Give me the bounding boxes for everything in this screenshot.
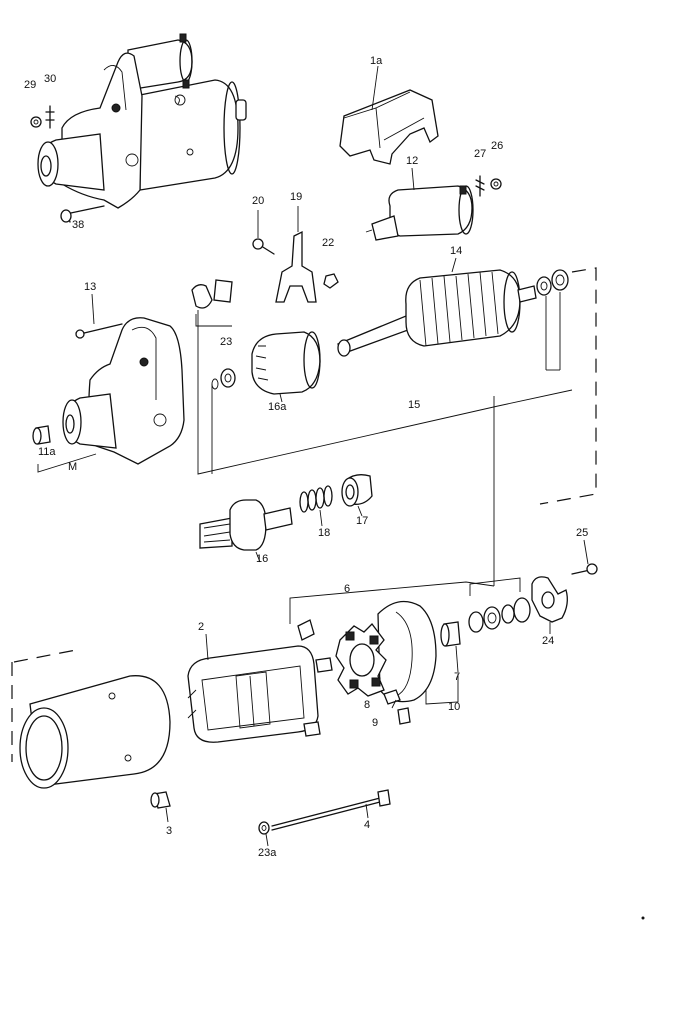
- part-fork-19: [275, 206, 317, 303]
- callout-10: 10: [448, 701, 460, 713]
- callout-2: 2: [198, 621, 204, 633]
- part-pinion-16a: [251, 331, 321, 403]
- callout-27: 27: [474, 148, 486, 160]
- callout-17: 17: [356, 515, 368, 527]
- part-spring-18: [299, 485, 333, 527]
- part-washer-stack: [468, 597, 531, 633]
- part-bushing-7: [440, 621, 461, 673]
- callout-4: 4: [364, 819, 370, 831]
- part-screw-3: [150, 791, 171, 823]
- callout-15: 15: [408, 399, 420, 411]
- part-drive-end-bracket: [32, 293, 185, 473]
- part-cover-1a: [339, 65, 439, 165]
- callout-22: 22: [322, 237, 334, 249]
- callout-labels: 1a 12 27 26 29 30 38 20 19 22 13 14 23 1…: [24, 55, 588, 859]
- callout-3: 3: [166, 825, 172, 837]
- callout-6: 6: [344, 583, 350, 595]
- part-brush-9: [383, 689, 411, 725]
- callout-7: 7: [454, 671, 460, 683]
- callout-20: 20: [252, 195, 264, 207]
- part-brush-plate-8: [335, 623, 387, 697]
- callout-23: 23: [220, 336, 232, 348]
- part-end-cover-10: [377, 600, 437, 703]
- callout-1a: 1a: [370, 55, 383, 67]
- part-collar-17: [341, 474, 373, 517]
- grouping-lines: [11, 267, 597, 762]
- callout-16a: 16a: [268, 401, 287, 413]
- callout-M: M: [68, 461, 77, 473]
- part-washer-23a: [258, 821, 270, 847]
- callout-25: 25: [576, 527, 588, 539]
- callout-30: 30: [44, 73, 56, 85]
- part-bushing-halves: [191, 279, 233, 327]
- part-bolt-25: [571, 539, 598, 575]
- callout-12: 12: [406, 155, 418, 167]
- callout-38: 38: [72, 219, 84, 231]
- callout-19: 19: [290, 191, 302, 203]
- part-through-bolt-4: [271, 789, 391, 831]
- part-armature-14: [337, 257, 537, 357]
- starter-motor-assembly: [30, 33, 247, 223]
- callout-24: 24: [542, 635, 554, 647]
- callout-9: 9: [372, 717, 378, 729]
- callout-18: 18: [318, 527, 330, 539]
- part-bolt-20: [252, 210, 275, 255]
- callout-26: 26: [491, 140, 503, 152]
- callout-23a: 23a: [258, 847, 277, 859]
- callout-16: 16: [256, 553, 268, 565]
- part-screw-27-nut-26: [475, 175, 502, 197]
- part-yoke-housing: [19, 675, 171, 789]
- part-field-frame-2: [187, 619, 333, 743]
- callout-14: 14: [450, 245, 462, 257]
- callout-13: 13: [84, 281, 96, 293]
- part-ring-23: [211, 368, 236, 390]
- part-nut-22: [323, 273, 339, 289]
- part-solenoid-12: [365, 167, 474, 241]
- part-bearing-washers: [536, 269, 569, 296]
- part-drive-16: [199, 499, 293, 563]
- part-end-plate-24: [531, 576, 568, 634]
- callout-29: 29: [24, 79, 36, 91]
- callout-8: 8: [364, 699, 370, 711]
- callout-11a: 11a: [38, 446, 56, 458]
